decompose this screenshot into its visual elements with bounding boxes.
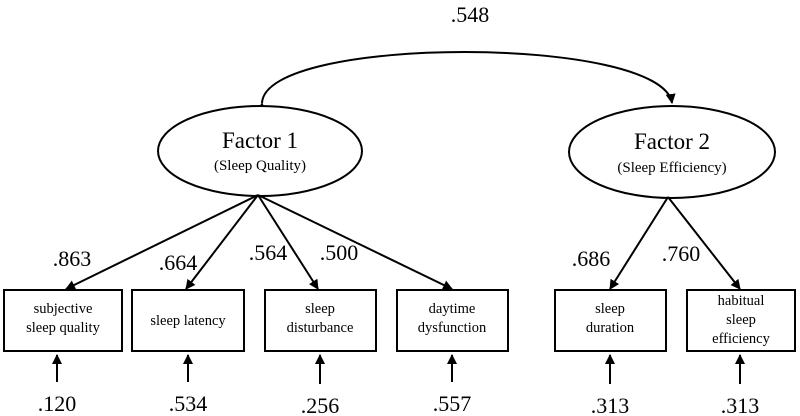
error-value-5: .313 [591, 393, 630, 416]
factor-2-title: Factor 2 [634, 129, 710, 154]
loading-value-6: .760 [662, 241, 701, 266]
factor-1-node: Factor 1 (Sleep Quality) [157, 105, 363, 197]
factor-2-node: Factor 2 (Sleep Efficiency) [568, 105, 776, 199]
loading-arrow-6 [667, 196, 741, 290]
indicator-daytime-dysfunction: daytime dysfunction [396, 289, 509, 352]
indicator-sleep-latency: sleep latency [131, 289, 245, 352]
indicator-label-line: sleep latency [150, 313, 226, 329]
factor-2-subtitle: (Sleep Efficiency) [617, 160, 726, 176]
indicator-subjective-sleep-quality: subjective sleep quality [3, 289, 123, 352]
loading-arrow-5 [609, 196, 669, 290]
error-value-1: .120 [38, 391, 77, 416]
covariance-value: .548 [451, 2, 490, 27]
indicator-label-line: efficiency [712, 331, 770, 347]
loading-value-4: .500 [320, 240, 359, 265]
indicator-sleep-duration: sleep duration [554, 289, 667, 352]
indicator-label-line: habitual [718, 293, 765, 309]
loading-value-1: .863 [53, 246, 92, 271]
loading-value-5: .686 [572, 246, 611, 271]
error-value-4: .557 [433, 391, 472, 416]
indicator-label-line: disturbance [287, 320, 354, 336]
loading-arrow-4 [257, 194, 453, 290]
loading-arrow-3 [257, 194, 319, 290]
indicator-label-line: sleep [726, 312, 756, 328]
factor-1-title: Factor 1 [222, 128, 298, 153]
loading-arrow-2 [185, 194, 259, 290]
loading-value-2: .664 [159, 250, 198, 275]
error-value-6: .313 [721, 393, 760, 416]
factor-1-subtitle: (Sleep Quality) [214, 158, 306, 174]
indicator-label-line: duration [586, 320, 635, 336]
error-value-3: .256 [301, 393, 340, 416]
loading-value-3: .564 [249, 240, 288, 265]
indicator-label-line: daytime [429, 301, 476, 317]
covariance-curve [256, 51, 676, 113]
indicator-label-line: subjective [34, 301, 93, 317]
loading-arrow-1 [65, 194, 259, 290]
indicator-habitual-sleep-efficiency: habitual sleep efficiency [686, 289, 796, 352]
error-value-2: .534 [169, 391, 208, 416]
indicator-label-line: sleep quality [26, 320, 100, 336]
indicator-sleep-disturbance: sleep disturbance [264, 289, 377, 352]
indicator-label-line: dysfunction [418, 320, 487, 336]
indicator-label-line: sleep [305, 301, 335, 317]
indicator-label-line: sleep [595, 301, 625, 317]
